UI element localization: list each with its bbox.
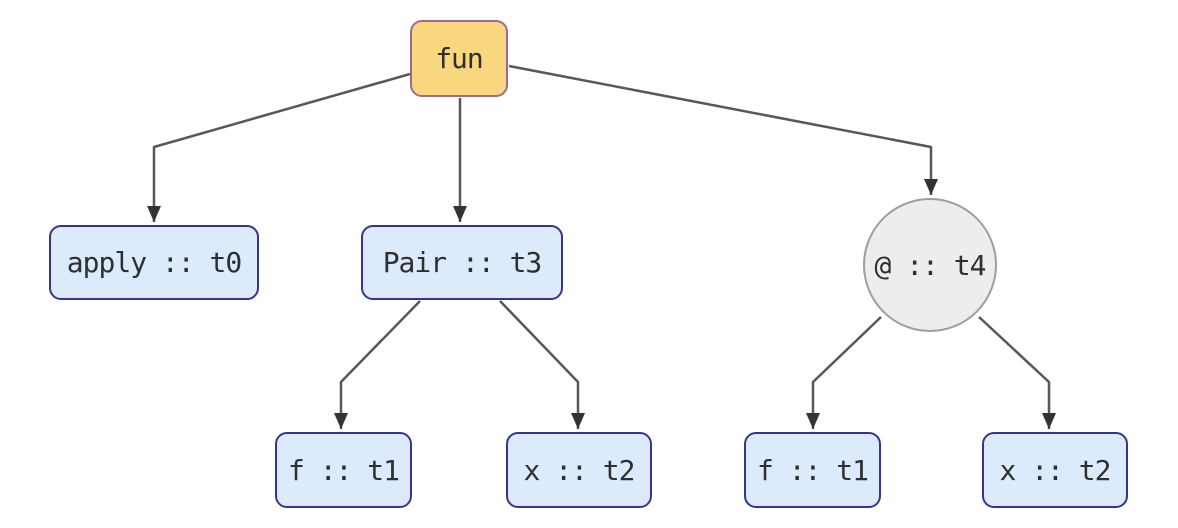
- edge-at-x: [978, 316, 1056, 429]
- node-at-label: @ :: t4: [874, 248, 986, 282]
- node-fun: fun: [410, 20, 508, 97]
- node-fun-label: fun: [435, 42, 484, 75]
- node-apply: apply :: t0: [49, 225, 259, 300]
- node-x-right-label: x :: t2: [999, 453, 1111, 487]
- edge-fun-at: [508, 64, 938, 195]
- node-x-right: x :: t2: [982, 432, 1128, 508]
- edge-fun-apply: [147, 72, 411, 222]
- node-pair: Pair :: t3: [361, 225, 563, 300]
- node-f-right-label: f :: t1: [756, 453, 869, 487]
- node-at: @ :: t4: [863, 198, 997, 332]
- node-x-left: x :: t2: [506, 432, 652, 508]
- edge-pair-f: [334, 300, 421, 429]
- edge-at-f: [806, 316, 882, 429]
- edge-pair-x: [499, 300, 585, 429]
- node-f-right: f :: t1: [744, 432, 881, 508]
- node-f-left: f :: t1: [275, 432, 412, 508]
- node-apply-label: apply :: t0: [66, 246, 242, 279]
- node-f-left-label: f :: t1: [287, 453, 400, 487]
- node-pair-label: Pair :: t3: [382, 246, 543, 279]
- node-x-left-label: x :: t2: [523, 453, 635, 487]
